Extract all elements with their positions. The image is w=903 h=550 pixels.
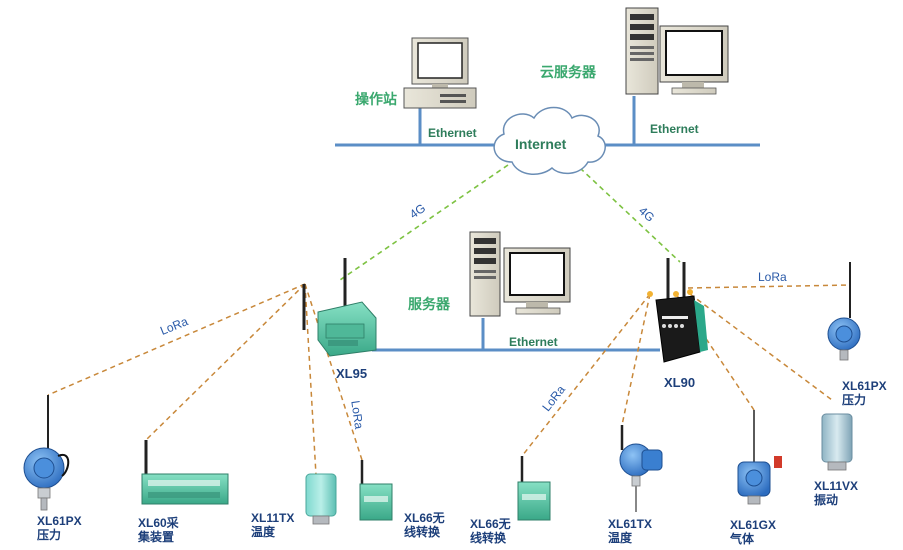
4g-links [339, 164, 681, 281]
operator-station-label: 操作站 [355, 91, 397, 107]
device-label-xl61px-left: XL61PX 压力 [37, 514, 82, 543]
device-desc: 振动 [814, 492, 839, 507]
internet-cloud [493, 106, 606, 175]
device-label-xl11vx: XL11VX 振动 [814, 479, 859, 508]
device-desc: 压力 [842, 392, 867, 407]
xl11vx-vibration-sensor [821, 413, 853, 471]
device-model: XL61PX [842, 379, 887, 393]
internet-label: Internet [515, 136, 567, 152]
xl95-label: XL95 [336, 366, 368, 381]
ethernet-label-left: Ethernet [428, 126, 477, 140]
cloud-server-computer [625, 7, 729, 95]
ethernet-lines [335, 96, 760, 352]
ethernet-label-right: Ethernet [650, 122, 699, 136]
cloud-server-label: 云服务器 [540, 64, 596, 80]
device-model: XL66无 [404, 511, 445, 525]
device-label-xl66-right: XL66无 线转换 [470, 517, 511, 546]
device-model: XL60采 [138, 516, 179, 530]
xl61gx-gas-sensor [737, 410, 782, 505]
device-desc: 温度 [251, 524, 276, 539]
device-model: XL61GX [730, 518, 777, 532]
device-model: XL61PX [37, 514, 82, 528]
xl11tx-temperature-sensor [305, 473, 337, 525]
device-desc: 压力 [37, 527, 62, 542]
local-server-computer [469, 231, 571, 317]
device-label-xl61tx: XL61TX 温度 [608, 517, 653, 546]
lora-links [47, 283, 851, 476]
device-label-xl11tx: XL11TX 温度 [251, 511, 295, 540]
device-model: XL66无 [470, 517, 511, 531]
xl66-converter-left [359, 460, 393, 521]
device-desc: 气体 [730, 531, 755, 546]
server-label: 服务器 [408, 296, 450, 312]
xl90-label: XL90 [664, 375, 696, 390]
device-label-xl61px-right: XL61PX 压力 [842, 379, 887, 408]
xl66-converter-right [517, 456, 551, 521]
xl61px-pressure-sensor-left [23, 395, 70, 511]
xl61tx-temperature-sensor [619, 425, 663, 512]
ethernet-label-bottom: Ethernet [509, 335, 558, 349]
xl95-gateway [302, 258, 377, 357]
device-model: XL61TX [608, 517, 653, 531]
device-label-xl61gx: XL61GX 气体 [730, 518, 777, 547]
device-model: XL11TX [251, 511, 295, 525]
xl61px-pressure-sensor-right [827, 262, 861, 361]
device-label-xl66-left: XL66无 线转换 [404, 511, 445, 540]
device-desc: 集装置 [138, 529, 175, 544]
xl90-gateway [647, 258, 708, 363]
device-label-xl60: XL60采 集装置 [138, 516, 179, 545]
device-desc: 温度 [608, 530, 633, 545]
device-desc: 线转换 [404, 524, 441, 539]
xl60-acquisition-device [141, 440, 229, 505]
device-model: XL11VX [814, 479, 859, 493]
lora-label-xl90-right: LoRa [758, 270, 787, 284]
lora-label-xl95: LoRa [348, 399, 367, 430]
operator-station-computer [403, 37, 477, 109]
device-desc: 线转换 [470, 530, 507, 545]
